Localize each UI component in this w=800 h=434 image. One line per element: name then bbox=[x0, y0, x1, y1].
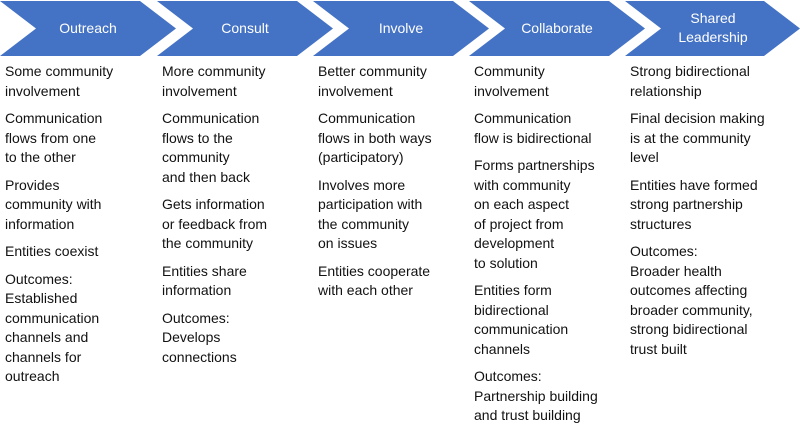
column-involve: Better community involvement Communicati… bbox=[318, 62, 470, 309]
column-item: Final decision making is at the communit… bbox=[630, 110, 765, 165]
column-item: More community involvement bbox=[162, 63, 266, 99]
column-item: Outcomes: Develops connections bbox=[162, 309, 237, 365]
column-item: Entities form bidirectional communicatio… bbox=[474, 282, 569, 357]
column-item: Forms partnerships with community on eac… bbox=[474, 157, 595, 271]
column-collaborate: Community involvement Communication flow… bbox=[474, 62, 626, 434]
column-item: Involves more participation with the com… bbox=[318, 176, 423, 252]
column-item: Entities coexist bbox=[5, 243, 99, 259]
chevron-collaborate bbox=[469, 1, 645, 56]
stage-label-outreach: Outreach bbox=[59, 19, 117, 36]
column-item: Communication flows from one to the othe… bbox=[5, 110, 103, 165]
column-item: Communication flow is bidirectional bbox=[474, 110, 592, 146]
column-consult: More community involvement Communication… bbox=[162, 62, 314, 375]
column-item: Some community involvement bbox=[5, 63, 114, 99]
stage-label-collaborate: Collaborate bbox=[521, 19, 593, 36]
column-item: Outcomes: Partnership building and trust… bbox=[474, 368, 598, 423]
column-item: Community involvement bbox=[474, 63, 549, 99]
column-shared-leadership: Strong bidirectional relationship Final … bbox=[630, 62, 795, 367]
chevron-consult bbox=[157, 1, 333, 56]
chevron-shared-leadership bbox=[625, 1, 800, 56]
stage-label-shared-leadership: Shared Leadership bbox=[678, 10, 748, 45]
column-item: Entities share information bbox=[162, 262, 247, 299]
chevron-involve bbox=[313, 1, 489, 56]
column-outreach: Some community involvement Communication… bbox=[5, 62, 157, 395]
column-item: Communication flows in both ways (partic… bbox=[318, 110, 432, 165]
column-item: Outcomes: Established communication chan… bbox=[5, 270, 100, 385]
column-item: Entities have formed strong partnership … bbox=[630, 176, 758, 232]
column-item: Provides community with information bbox=[5, 176, 102, 232]
column-item: Better community involvement bbox=[318, 63, 427, 99]
chevron-process-arrows bbox=[0, 1, 800, 56]
column-item: Entities cooperate with each other bbox=[318, 262, 431, 299]
column-item: Outcomes: Broader health outcomes affect… bbox=[630, 243, 753, 357]
column-item: Strong bidirectional relationship bbox=[630, 63, 750, 99]
column-item: Gets information or feedback from the co… bbox=[162, 196, 268, 251]
chevron-outreach bbox=[0, 1, 176, 56]
stage-label-consult: Consult bbox=[221, 19, 269, 36]
column-item: Communication flows to the community and… bbox=[162, 110, 260, 185]
stage-label-involve: Involve bbox=[378, 19, 424, 36]
